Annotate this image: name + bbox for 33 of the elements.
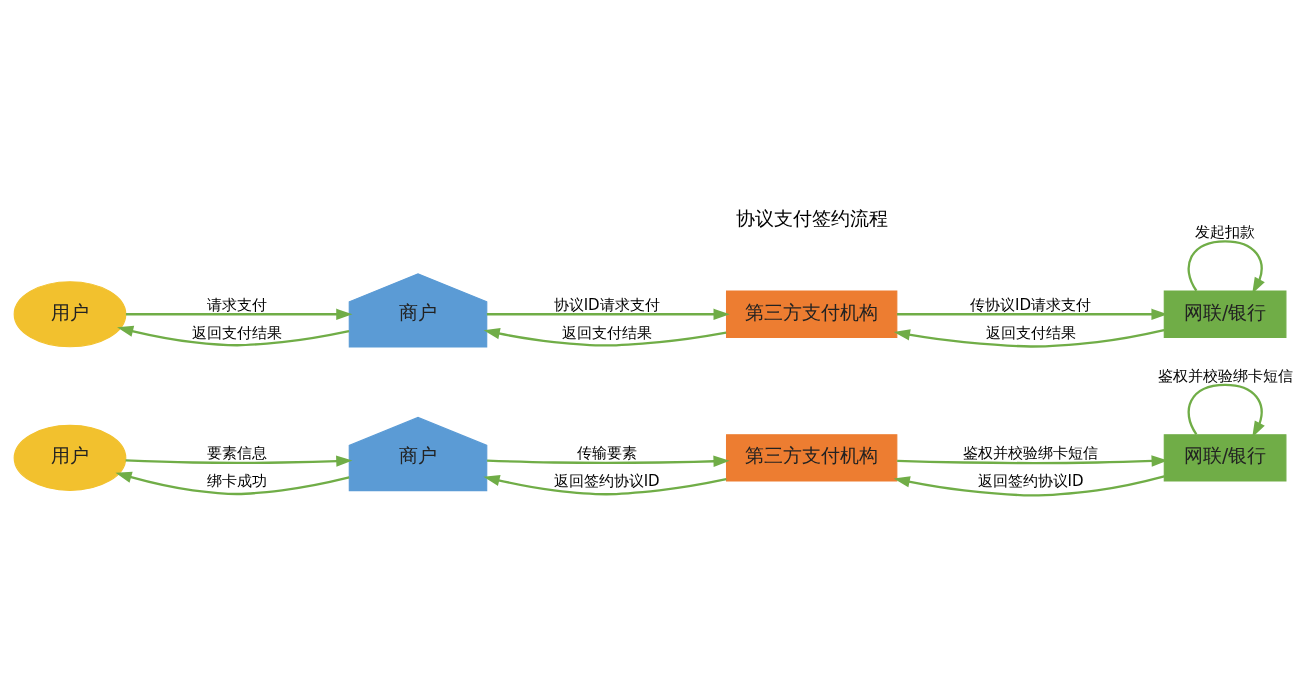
edge-label: 要素信息 [207,444,268,463]
edge-label: 传协议ID请求支付 [970,296,1092,315]
arrow [893,329,1165,348]
arrow [893,475,1165,497]
edge-label: 鉴权并校验绑卡短信 [963,444,1099,463]
edge-label: 返回签约协议ID [977,472,1084,491]
edge-label: 返回支付结果 [561,323,652,342]
node-box: 第三方支付机构 [725,290,898,338]
label: 协议支付签约流程 [735,207,888,229]
arrow [1187,383,1265,438]
edge-label: 返回支付结果 [985,323,1076,342]
arrow [125,455,353,467]
edge-label: 返回支付结果 [192,323,283,342]
edge-label: 返回签约协议ID [553,472,660,491]
node-ellipse: 用户 [13,281,127,348]
edge-label: 绑卡成功 [207,472,268,491]
node-box: 网联/银行 [1163,434,1287,482]
node-box: 第三方支付机构 [725,434,898,482]
edge-label: 鉴权并校验绑卡短信 [1157,366,1293,385]
node-box: 网联/银行 [1163,290,1287,338]
arrow [487,455,730,467]
edge-label: 协议ID请求支付 [553,296,660,315]
arrow [483,328,727,347]
edge-label: 传输要素 [576,444,637,463]
arrow [125,308,353,320]
arrow [486,308,730,320]
arrow [117,325,350,347]
node-ellipse: 用户 [13,424,127,491]
arrow [483,474,727,496]
arrow [1187,240,1265,294]
edge-label: 发起扣款 [1195,223,1256,242]
edge-label: 请求支付 [207,296,268,315]
arrow [115,471,350,496]
